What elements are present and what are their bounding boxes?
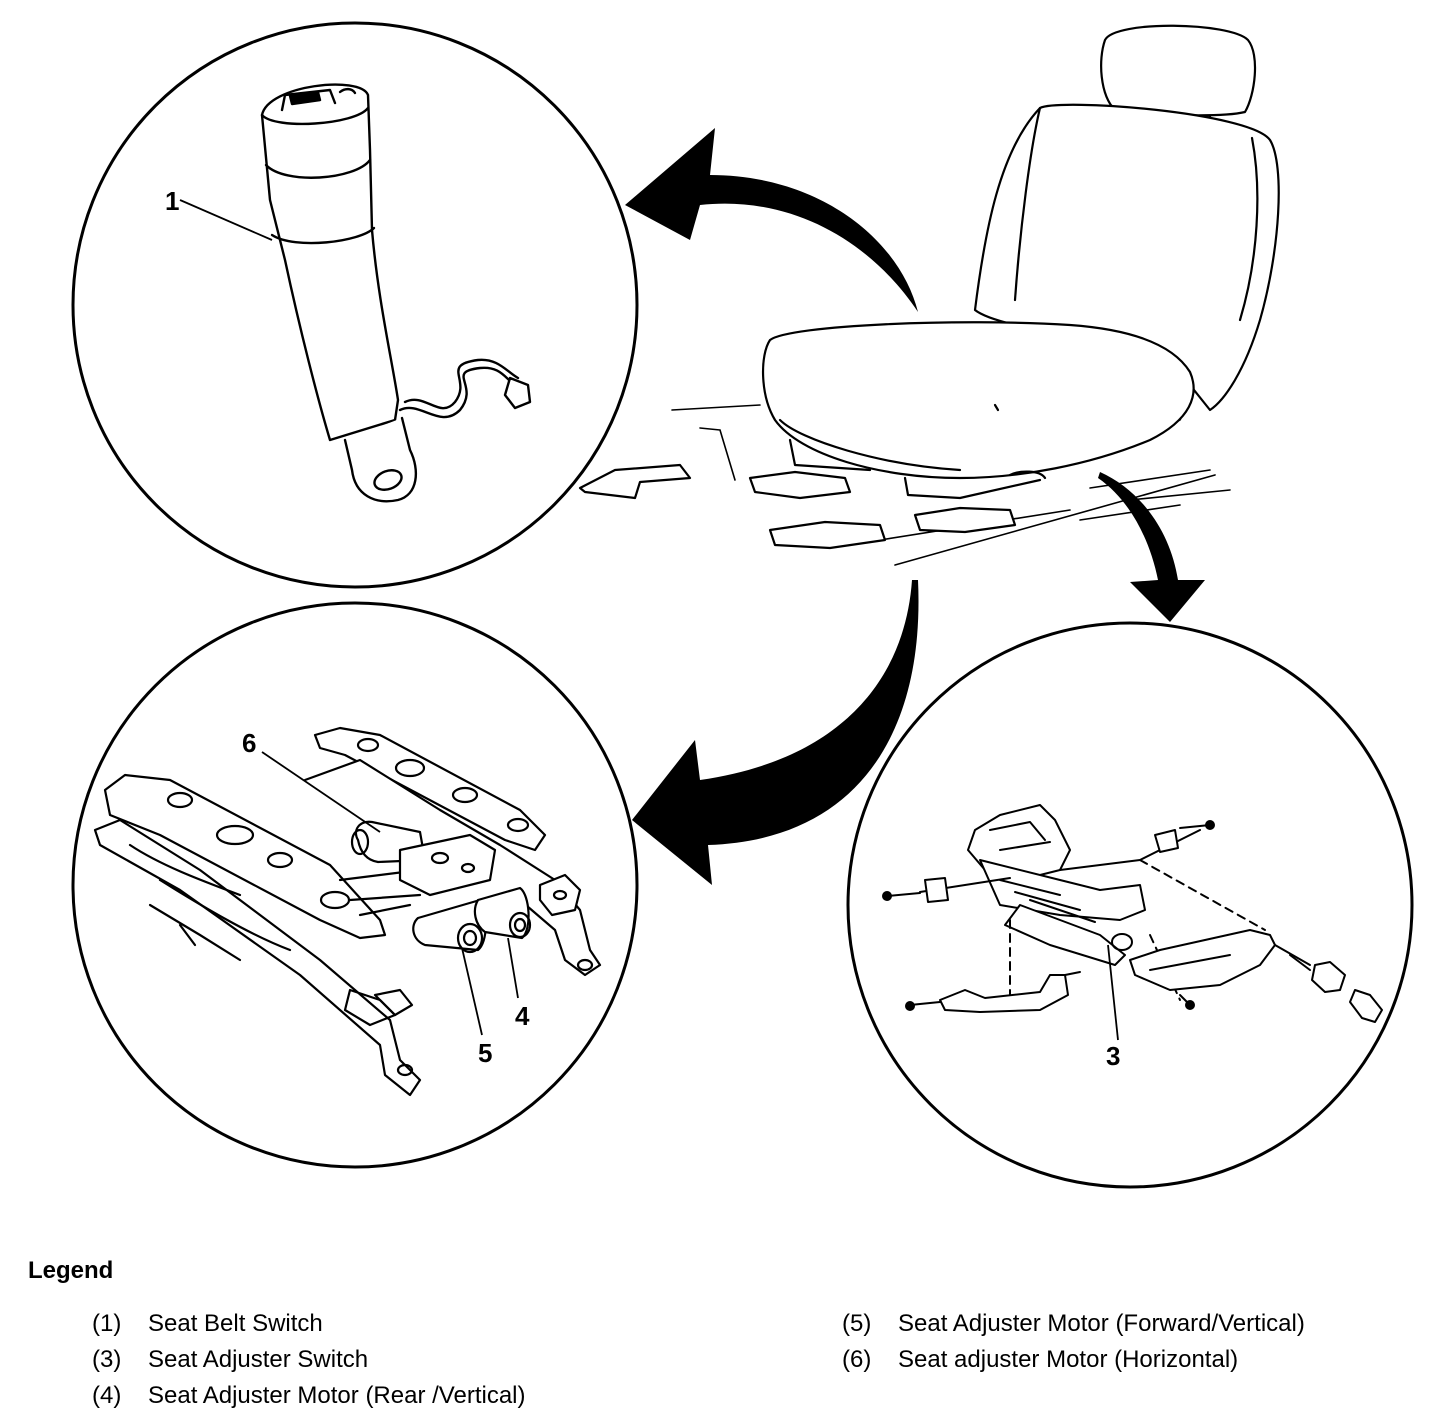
- curved-arrow-to-switch: [1098, 472, 1205, 622]
- leader-lines-motors: [261, 751, 519, 1036]
- legend-item: (4) Seat Adjuster Motor (Rear /Vertical): [92, 1378, 525, 1414]
- curved-arrow-to-motors: [632, 580, 919, 885]
- floor-bracket: [768, 520, 887, 550]
- switch-housing: [967, 804, 1071, 881]
- legend-item-number: (1): [92, 1310, 122, 1337]
- seat-adjuster-motors-detail: 6 5 4: [71, 601, 639, 1169]
- legend-item-text: Seat adjuster Motor (Horizontal): [898, 1346, 1239, 1373]
- legend: Legend (1) Seat Belt Switch (3) Seat Adj…: [28, 1256, 1418, 1416]
- legend-item-number: (4): [92, 1382, 122, 1409]
- legend-item-number: (6): [842, 1346, 872, 1373]
- callout-4: 4: [515, 1001, 530, 1031]
- legend-item: (3) Seat Adjuster Switch: [92, 1342, 525, 1378]
- seat-belt-switch-detail: 1: [71, 21, 639, 589]
- switch-wire: [398, 366, 517, 419]
- callout-6: 6: [242, 728, 256, 758]
- callout-5: 5: [478, 1038, 492, 1068]
- seat-component-diagram: 1: [71, 21, 1414, 1189]
- legend-item-text: Seat Adjuster Motor (Rear /Vertical): [148, 1382, 526, 1409]
- legend-item-number: (5): [842, 1310, 872, 1337]
- legend-item-text: Seat Adjuster Motor (Forward/Vertical): [898, 1310, 1305, 1337]
- headrest: [1100, 24, 1257, 117]
- legend-item: (5) Seat Adjuster Motor (Forward/Vertica…: [842, 1306, 1305, 1342]
- arrows: [625, 128, 1205, 885]
- legend-item-text: Seat Adjuster Switch: [148, 1346, 369, 1373]
- seat-adjuster-switch-detail: 3: [846, 621, 1414, 1189]
- leader-line-1: [179, 199, 273, 241]
- leader-line-3: [1107, 944, 1119, 1041]
- legend-item: (1) Seat Belt Switch: [92, 1306, 525, 1342]
- legend-title: Legend: [28, 1257, 114, 1284]
- floor-bracket: [913, 506, 1017, 534]
- switch-knob: [1349, 989, 1383, 1023]
- legend-column-right: (5) Seat Adjuster Motor (Forward/Vertica…: [842, 1306, 1305, 1378]
- curved-arrow-to-buckle: [625, 128, 918, 312]
- legend-item-text: Seat Belt Switch: [148, 1310, 323, 1337]
- callout-1: 1: [165, 186, 179, 216]
- buckle-strap: [343, 416, 417, 503]
- buckle-body: [260, 83, 400, 442]
- callout-3: 3: [1106, 1041, 1120, 1071]
- legend-item-number: (3): [92, 1346, 122, 1373]
- floor-bracket: [578, 463, 692, 500]
- seat-track-left: [103, 773, 387, 940]
- seat-track-right: [313, 726, 547, 852]
- legend-item: (6) Seat adjuster Motor (Horizontal): [842, 1342, 1305, 1378]
- legend-column-left: (1) Seat Belt Switch (3) Seat Adjuster S…: [92, 1306, 525, 1414]
- seat-cushion: [762, 321, 1195, 480]
- seat-overview: [578, 24, 1280, 566]
- floor-bracket: [748, 470, 852, 500]
- seat-back: [973, 103, 1280, 412]
